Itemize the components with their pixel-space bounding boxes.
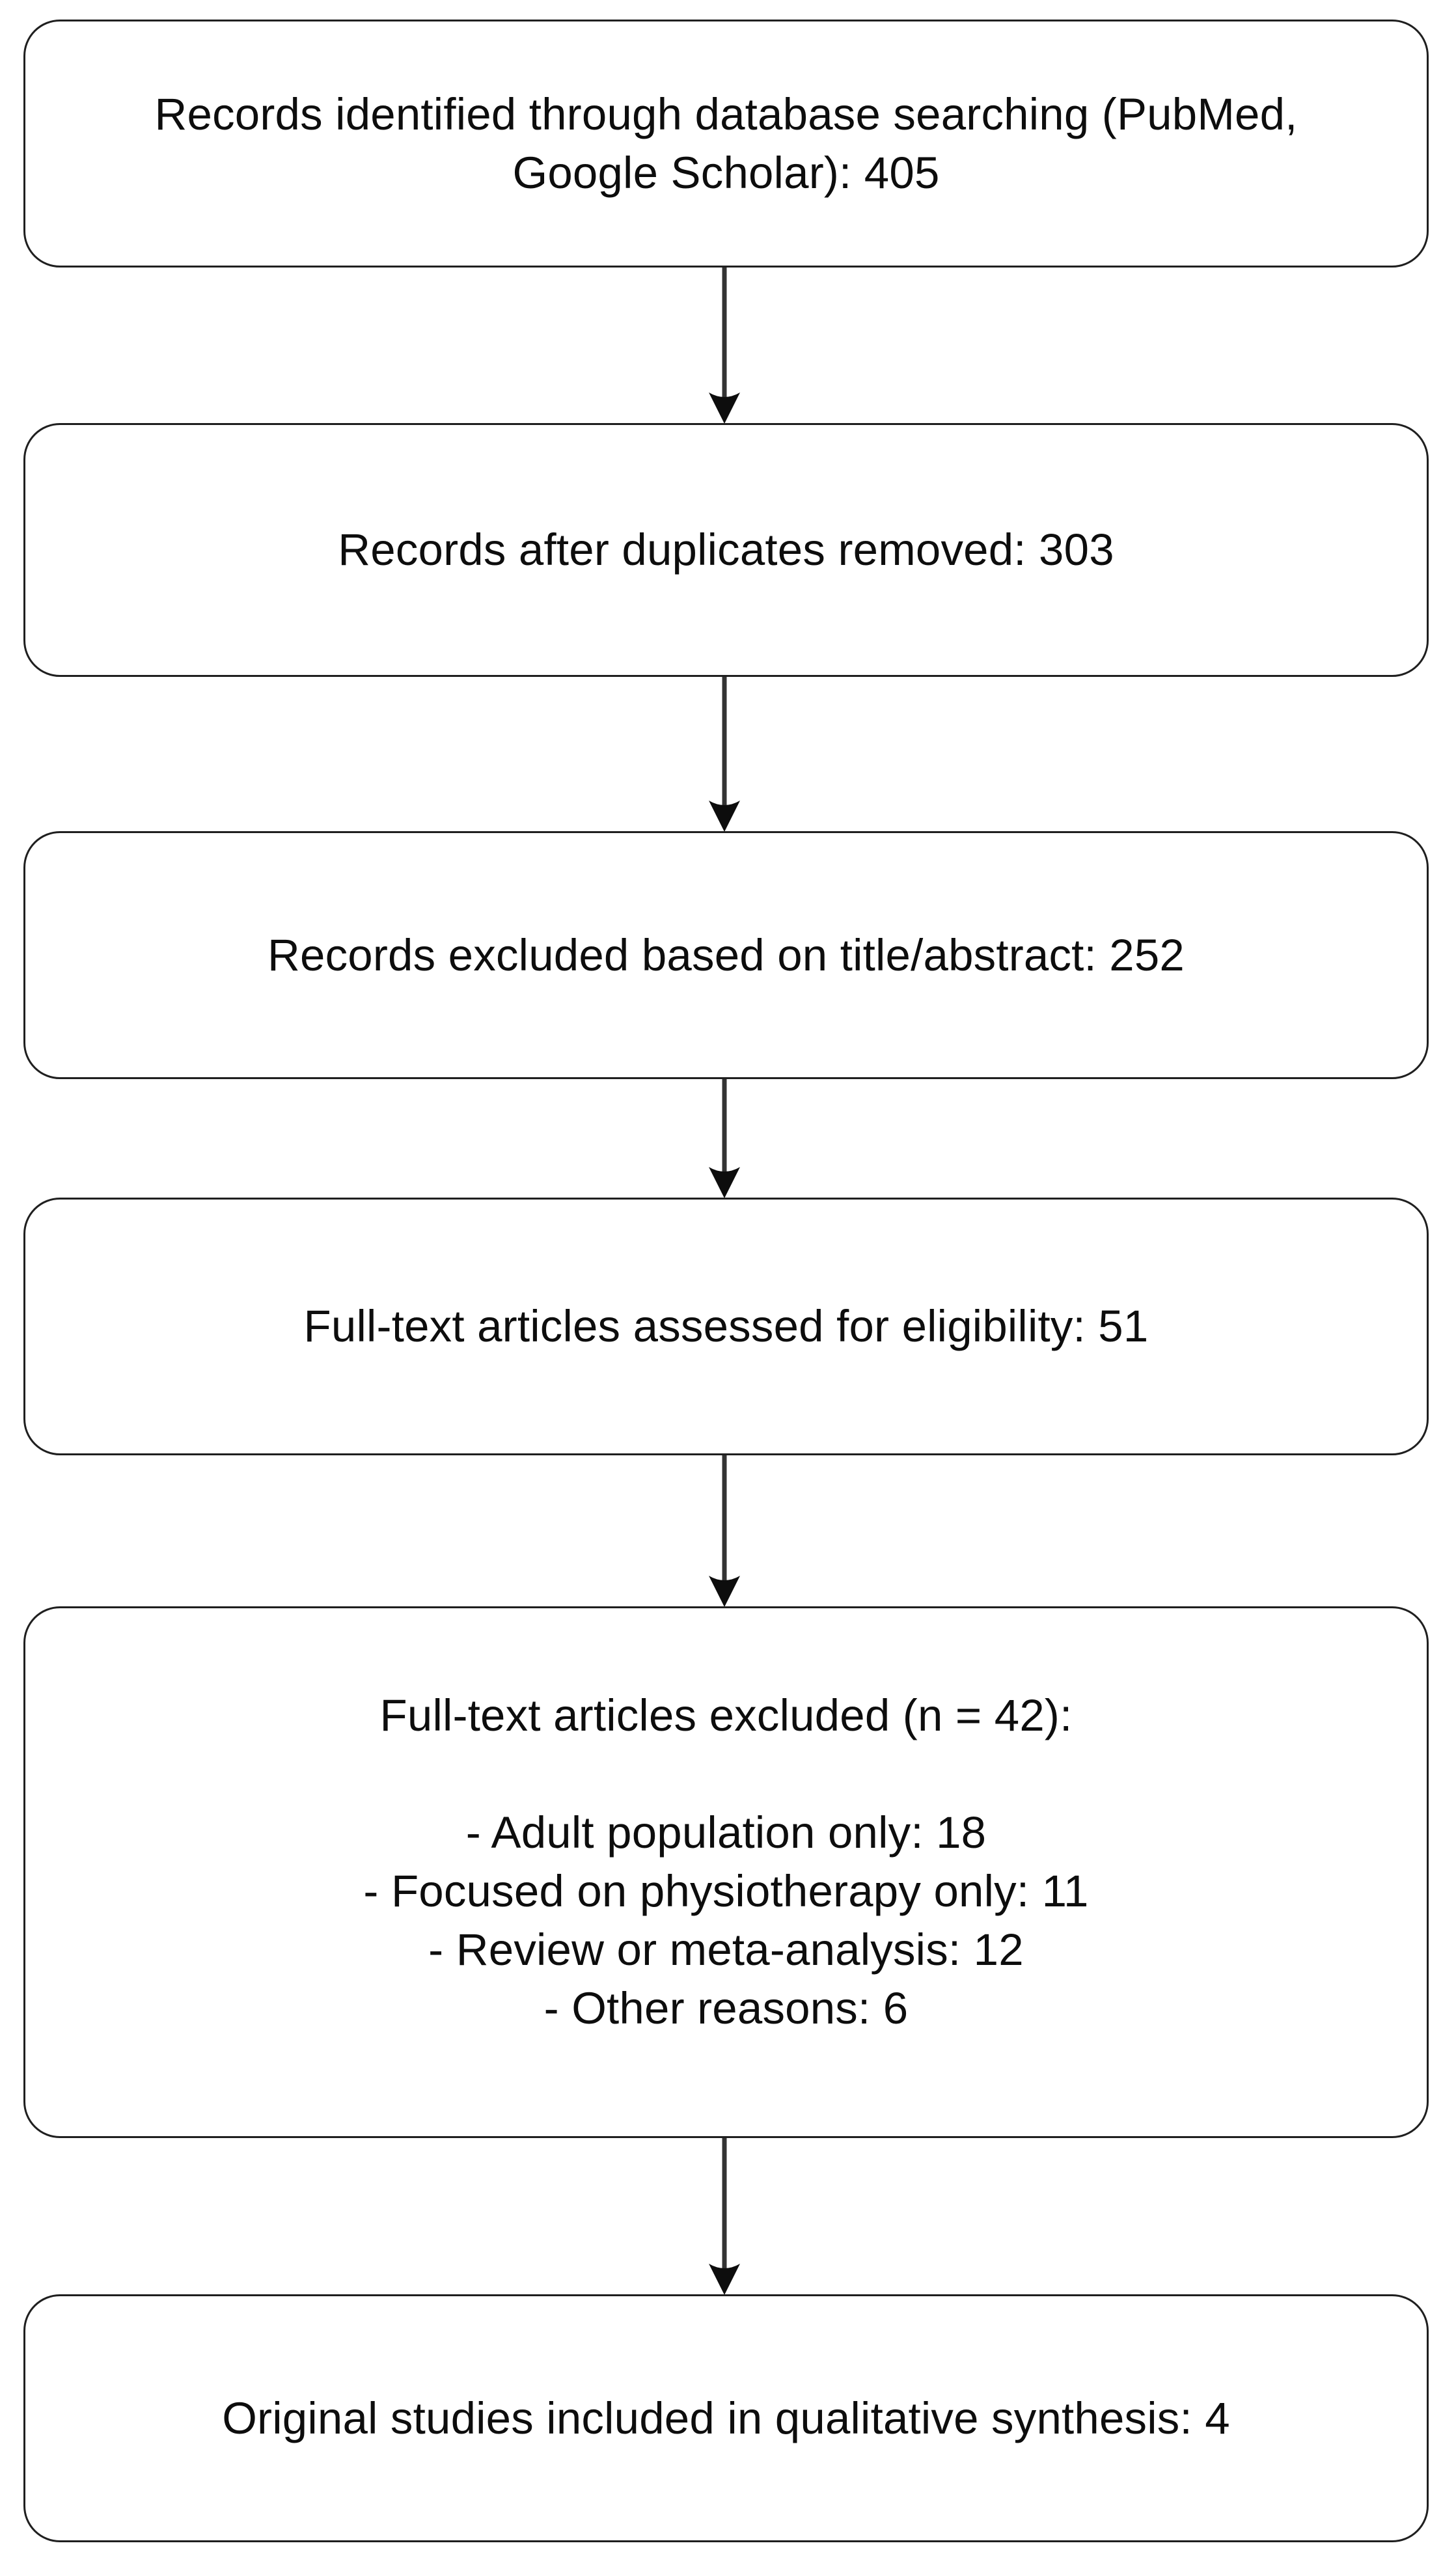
exclusion-reason-list: - Adult population only: 18 - Focused on… [363,1804,1088,2038]
arrow-fulltext-to-ftexcluded [698,1455,750,1607]
node-fulltext-excluded-reasons: Full-text articles excluded (n = 42): - … [23,1606,1429,2138]
arrow-duplicates-to-excluded [698,677,750,832]
exclusion-reason-item: - Review or meta-analysis: 12 [428,1925,1024,1975]
node-fulltext-assessed-eligibility: Full-text articles assessed for eligibil… [23,1198,1429,1455]
node-original-studies-included: Original studies included in qualitative… [23,2294,1429,2542]
node-records-after-duplicates-removed: Records after duplicates removed: 303 [23,423,1429,677]
node-records-identified: Records identified through database sear… [23,20,1429,268]
node-records-excluded-title-abstract-label: Records excluded based on title/abstract… [267,929,1185,980]
arrow-identified-to-duplicates [698,268,750,424]
node-records-identified-line2: Google Scholar): 405 [512,147,940,198]
exclusion-reason-item: - Other reasons: 6 [543,1983,909,2033]
node-fulltext-excluded-heading: Full-text articles excluded (n = 42): [379,1690,1073,1740]
node-original-studies-included-label: Original studies included in qualitative… [222,2393,1230,2443]
node-fulltext-assessed-eligibility-label: Full-text articles assessed for eligibil… [303,1301,1149,1351]
arrow-ftexcluded-to-included [698,2138,750,2295]
node-records-identified-line1: Records identified through database sear… [154,89,1298,139]
exclusion-reason-item: - Focused on physiotherapy only: 11 [363,1866,1089,1916]
arrow-excluded-to-fulltext [698,1079,750,1198]
node-records-excluded-title-abstract: Records excluded based on title/abstract… [23,831,1429,1079]
node-records-after-duplicates-removed-label: Records after duplicates removed: 303 [338,525,1114,575]
exclusion-reason-item: - Adult population only: 18 [465,1807,987,1858]
